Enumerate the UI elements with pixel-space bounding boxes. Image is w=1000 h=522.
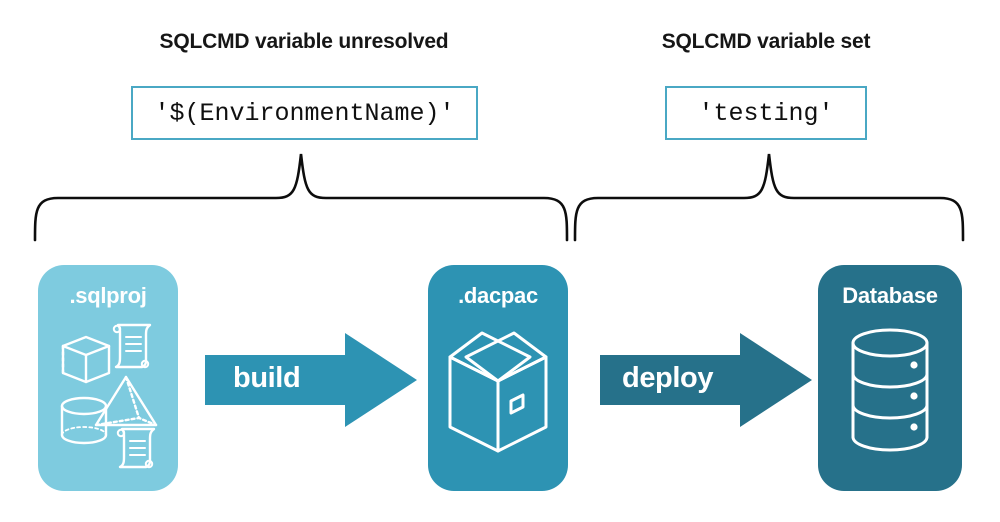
value-box-environment-name: '$(EnvironmentName)' <box>131 86 478 140</box>
arrow-build <box>205 333 417 432</box>
scroll-icon <box>112 323 152 369</box>
dacpac-artwork <box>428 315 568 465</box>
stage-label-database: Database <box>842 283 938 308</box>
stage-box-sqlproj: .sqlproj <box>38 265 178 491</box>
value-box-testing: 'testing' <box>665 86 867 140</box>
stage-box-dacpac: .dacpac <box>428 265 568 491</box>
database-cylinder-icon <box>851 328 929 452</box>
cube-icon <box>61 335 111 384</box>
brace-build-scope <box>28 152 574 247</box>
stage-label-dacpac: .dacpac <box>458 283 538 308</box>
arrow-label-build: build <box>233 362 301 394</box>
cylinder-icon <box>60 396 108 445</box>
database-artwork <box>818 315 962 465</box>
arrow-label-deploy: deploy <box>622 362 714 394</box>
pyramid-icon <box>94 375 158 427</box>
stage-box-database: Database <box>818 265 962 491</box>
brace-deploy-scope <box>568 152 970 247</box>
package-box-icon <box>448 331 548 453</box>
sqlproj-artwork <box>38 315 178 475</box>
heading-sqlcmd-variable-set: SQLCMD variable set <box>661 30 871 53</box>
heading-sqlcmd-variable-unresolved: SQLCMD variable unresolved <box>159 30 449 53</box>
arrow-deploy <box>600 333 812 432</box>
stage-label-sqlproj: .sqlproj <box>69 283 147 308</box>
scroll-icon <box>116 427 156 469</box>
